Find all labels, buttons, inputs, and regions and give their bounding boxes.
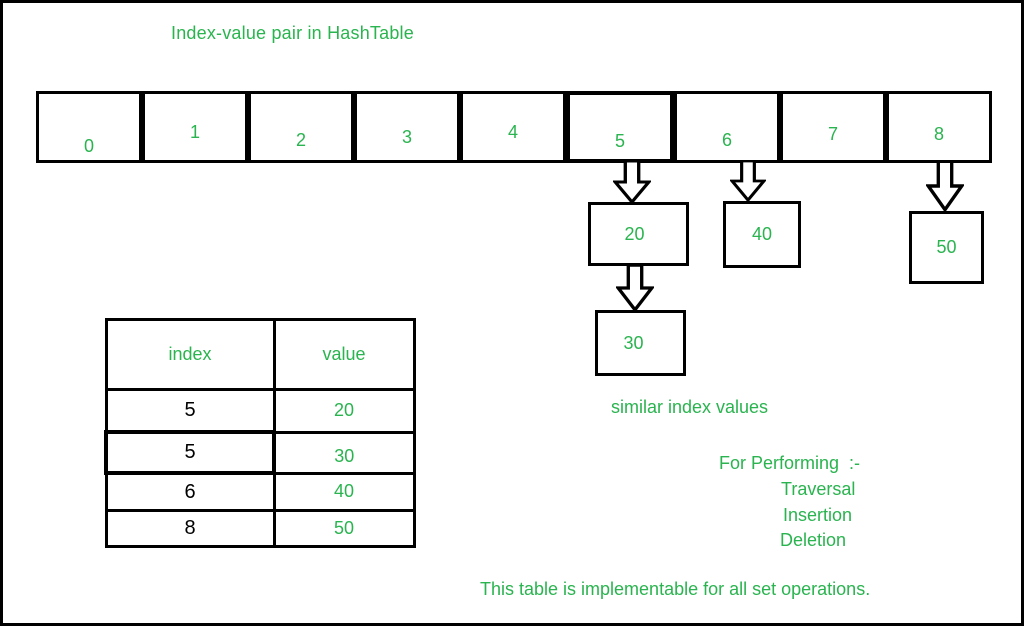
- diagram-title: Index-value pair in HashTable: [171, 23, 414, 43]
- similar-index-caption: similar index values: [611, 397, 769, 417]
- array-index-label: 2: [295, 130, 306, 150]
- table-cell-value: 20: [272, 388, 416, 434]
- array-cell-1: 1: [142, 91, 248, 163]
- value-box-40: 40: [723, 201, 801, 268]
- array-cell-8: 8: [886, 91, 992, 163]
- table-cell-index: 5: [104, 430, 276, 475]
- table-row: 6 40: [104, 471, 416, 512]
- down-arrow-icon: [730, 160, 766, 202]
- value-box-50: 50: [909, 211, 984, 284]
- hashtable-array: 0 1 2 3 4 5 6 7 8: [36, 91, 992, 163]
- operation-traversal: Traversal: [781, 479, 856, 499]
- array-cell-6: 6: [674, 91, 780, 163]
- footer-note: This table is implementable for all set …: [480, 579, 871, 599]
- down-arrow-icon: [926, 160, 964, 212]
- array-index-label: 4: [507, 122, 518, 142]
- table-header-value: value: [272, 318, 416, 391]
- array-index-label: 0: [83, 136, 94, 156]
- value-label: 20: [624, 223, 645, 244]
- table-header-row: index value: [104, 318, 416, 391]
- table-row: 8 50: [104, 509, 416, 548]
- index-value-table: index value 5 20 5 30 6 40 8 50: [104, 318, 416, 548]
- table-cell-index: 6: [104, 471, 276, 512]
- table-cell-value: 50: [272, 509, 416, 548]
- array-index-label: 7: [827, 124, 838, 144]
- array-cell-3: 3: [354, 91, 460, 163]
- value-label: 50: [936, 237, 957, 257]
- array-index-label: 3: [401, 127, 412, 147]
- operation-insertion: Insertion: [783, 505, 853, 525]
- table-row: 5 30: [104, 430, 416, 475]
- value-box-30: 30: [595, 310, 686, 376]
- down-arrow-icon: [613, 160, 651, 204]
- array-cell-7: 7: [780, 91, 886, 163]
- operation-deletion: Deletion: [780, 530, 847, 550]
- array-cell-4: 4: [460, 91, 566, 163]
- table-row: 5 20: [104, 388, 416, 434]
- table-cell-index: 5: [104, 388, 276, 434]
- array-cell-0: 0: [36, 91, 142, 163]
- down-arrow-icon: [616, 264, 654, 312]
- array-cell-5: 5: [566, 91, 674, 163]
- array-index-label: 1: [189, 122, 200, 142]
- value-label: 40: [751, 224, 773, 244]
- table-cell-index: 8: [104, 509, 276, 548]
- value-label: 30: [623, 332, 644, 353]
- value-box-20: 20: [588, 202, 689, 266]
- array-index-label: 6: [721, 130, 732, 150]
- table-header-index: index: [104, 318, 276, 391]
- array-cell-2: 2: [248, 91, 354, 163]
- table-cell-value: 40: [272, 471, 416, 512]
- array-index-label: 5: [614, 131, 625, 151]
- for-performing-heading: For Performing :-: [719, 453, 861, 473]
- table-cell-value-text: 30: [334, 446, 355, 466]
- array-index-label: 8: [933, 124, 944, 144]
- table-cell-value: 30: [272, 430, 416, 475]
